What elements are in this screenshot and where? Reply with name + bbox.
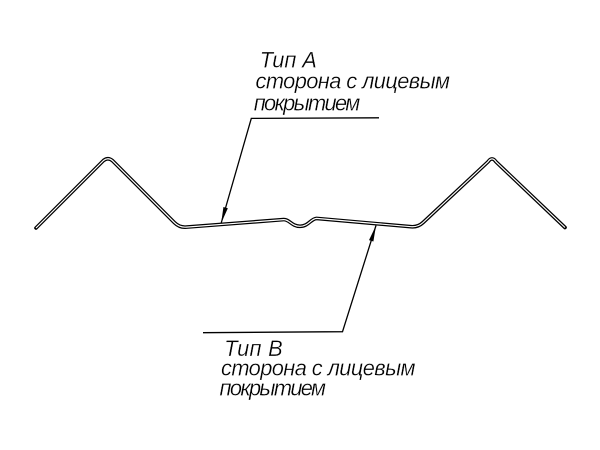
svg-text:покрытием: покрытием — [220, 376, 327, 401]
svg-text:сторона с лицевым: сторона с лицевым — [256, 68, 451, 93]
svg-text:покрытием: покрытием — [254, 90, 361, 115]
svg-text:сторона с лицевым: сторона с лицевым — [221, 356, 416, 381]
svg-text:Тип В: Тип В — [224, 336, 283, 361]
svg-text:Тип А: Тип А — [260, 48, 317, 73]
